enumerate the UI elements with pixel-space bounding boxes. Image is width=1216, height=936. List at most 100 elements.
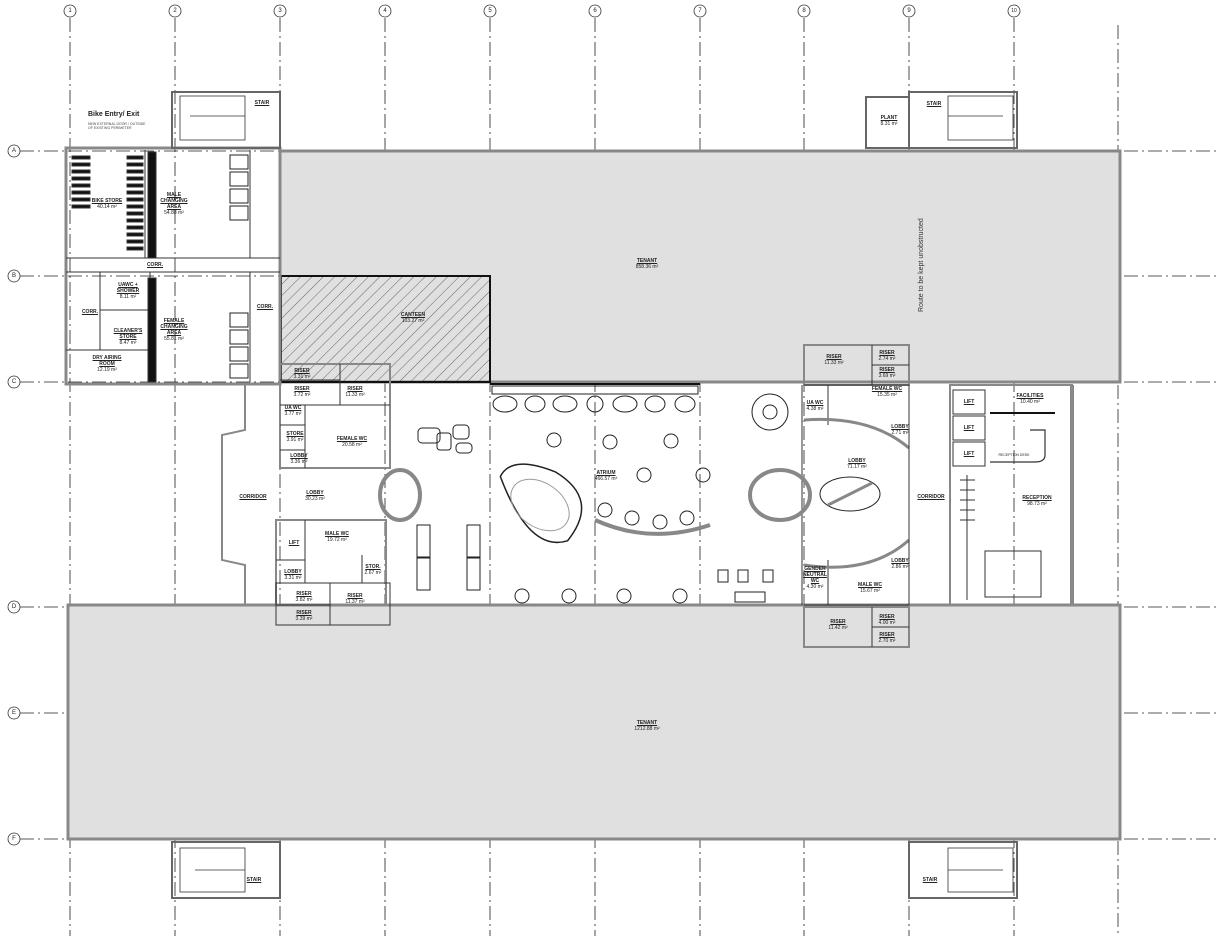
grid-label-col-10: 10 xyxy=(1011,8,1017,14)
grid-label-col-4: 4 xyxy=(383,8,387,14)
room-area: 15.67 m² xyxy=(860,588,880,594)
room-name: FACILITIES xyxy=(1016,393,1044,399)
grid-label-col-1: 1 xyxy=(68,8,72,14)
room-stair-ne: STAIR xyxy=(927,101,942,107)
room-area: 2.71 m² xyxy=(891,430,909,436)
room-name: RISER xyxy=(296,591,312,597)
room-area: 12.19 m² xyxy=(97,367,117,373)
room-area: 3.77 m² xyxy=(284,411,302,417)
west-corridor xyxy=(221,384,246,605)
room-name: GENDER NEUTRAL WC xyxy=(803,566,827,584)
room-area: 3.69 m² xyxy=(878,373,896,379)
core-west xyxy=(275,363,391,626)
room-name: STAIR xyxy=(246,877,262,883)
grid-label-col-7: 7 xyxy=(698,8,702,14)
stair-ne xyxy=(908,91,1018,149)
room-name: RISER xyxy=(879,350,895,356)
grid-label-col-3: 3 xyxy=(278,8,282,14)
room-name: RECEPTION DESK xyxy=(998,453,1030,457)
room-name: ATRIUM xyxy=(596,470,616,476)
room-reception-desk: RECEPTION DESK xyxy=(999,452,1030,458)
room-area: 3.39 m² xyxy=(295,616,313,622)
grid-label-row-e: E xyxy=(11,710,17,716)
room-name: RECEPTION xyxy=(1022,495,1052,501)
room-name: UAWC + SHOWER xyxy=(116,282,140,294)
bike-entry-title: Bike Entry/ Exit xyxy=(88,111,140,118)
room-area: 3.31 m² xyxy=(293,374,311,380)
room-area: 3.36 m² xyxy=(290,459,308,465)
room-name: RISER xyxy=(294,386,310,392)
room-corr-3: CORR. xyxy=(257,304,273,310)
room-area: 11.33 m² xyxy=(824,360,844,366)
room-area: 3.91 m² xyxy=(286,437,304,443)
room-name: CORRIDOR xyxy=(239,494,267,500)
room-area: 8.11 m² xyxy=(119,294,137,300)
room-name: LOBBY xyxy=(848,458,866,464)
room-area: 4.30 m² xyxy=(806,584,824,590)
room-name: CLEANER'S STORE xyxy=(113,328,143,340)
room-name: FEMALE CHANGING AREA xyxy=(160,318,188,336)
grid-label-col-2: 2 xyxy=(173,8,177,14)
room-area: 1212.88 m² xyxy=(634,726,660,732)
room-area: 11.33 m² xyxy=(345,392,365,398)
room-area: 98.73 m² xyxy=(1027,501,1047,507)
room-stair-se: STAIR xyxy=(923,877,938,883)
room-name: RISER xyxy=(879,614,895,620)
room-name: MALE CHANGING AREA xyxy=(160,192,188,210)
room-name: UA WC xyxy=(284,405,302,411)
west-amenities xyxy=(64,146,282,386)
grid-label-row-a: A xyxy=(11,148,17,154)
room-name: RISER xyxy=(830,619,846,625)
room-name: MALE WC xyxy=(325,531,349,537)
room-name: CORR. xyxy=(81,309,99,315)
room-area: 8.47 m² xyxy=(119,340,137,346)
grid-label-row-f: F xyxy=(12,836,16,842)
room-name: FEMALE WC xyxy=(336,436,368,442)
tenant-south xyxy=(66,603,1122,841)
grid-label-col-6: 6 xyxy=(593,8,597,14)
room-area: 11.42 m² xyxy=(828,625,848,631)
room-name: UA WC xyxy=(806,400,824,406)
room-area: 466.57 m² xyxy=(594,476,618,482)
room-corridor-w: CORRIDOR xyxy=(239,494,266,500)
room-area: 54.88 m² xyxy=(164,210,184,216)
room-stor-w: STOR.2.67 m² xyxy=(365,564,382,576)
grid-label-col-8: 8 xyxy=(802,8,806,14)
room-stair-sw: STAIR xyxy=(247,877,262,883)
room-name: RISER xyxy=(826,354,842,360)
room-name: PLANT xyxy=(880,115,898,121)
room-area: 10.40 m² xyxy=(1020,399,1040,405)
room-name: LOBBY xyxy=(290,453,308,459)
stair-se xyxy=(908,841,1018,899)
core-east xyxy=(801,344,911,648)
canteen-area xyxy=(280,275,491,383)
room-stair-nw: STAIR xyxy=(255,100,270,106)
room-name: CORR. xyxy=(256,304,274,310)
room-area: 15.35 m² xyxy=(877,392,897,398)
room-corr-1: CORR. xyxy=(147,262,163,268)
room-lift-e2: LIFT xyxy=(964,425,975,431)
room-lift-e1: LIFT xyxy=(964,399,975,405)
